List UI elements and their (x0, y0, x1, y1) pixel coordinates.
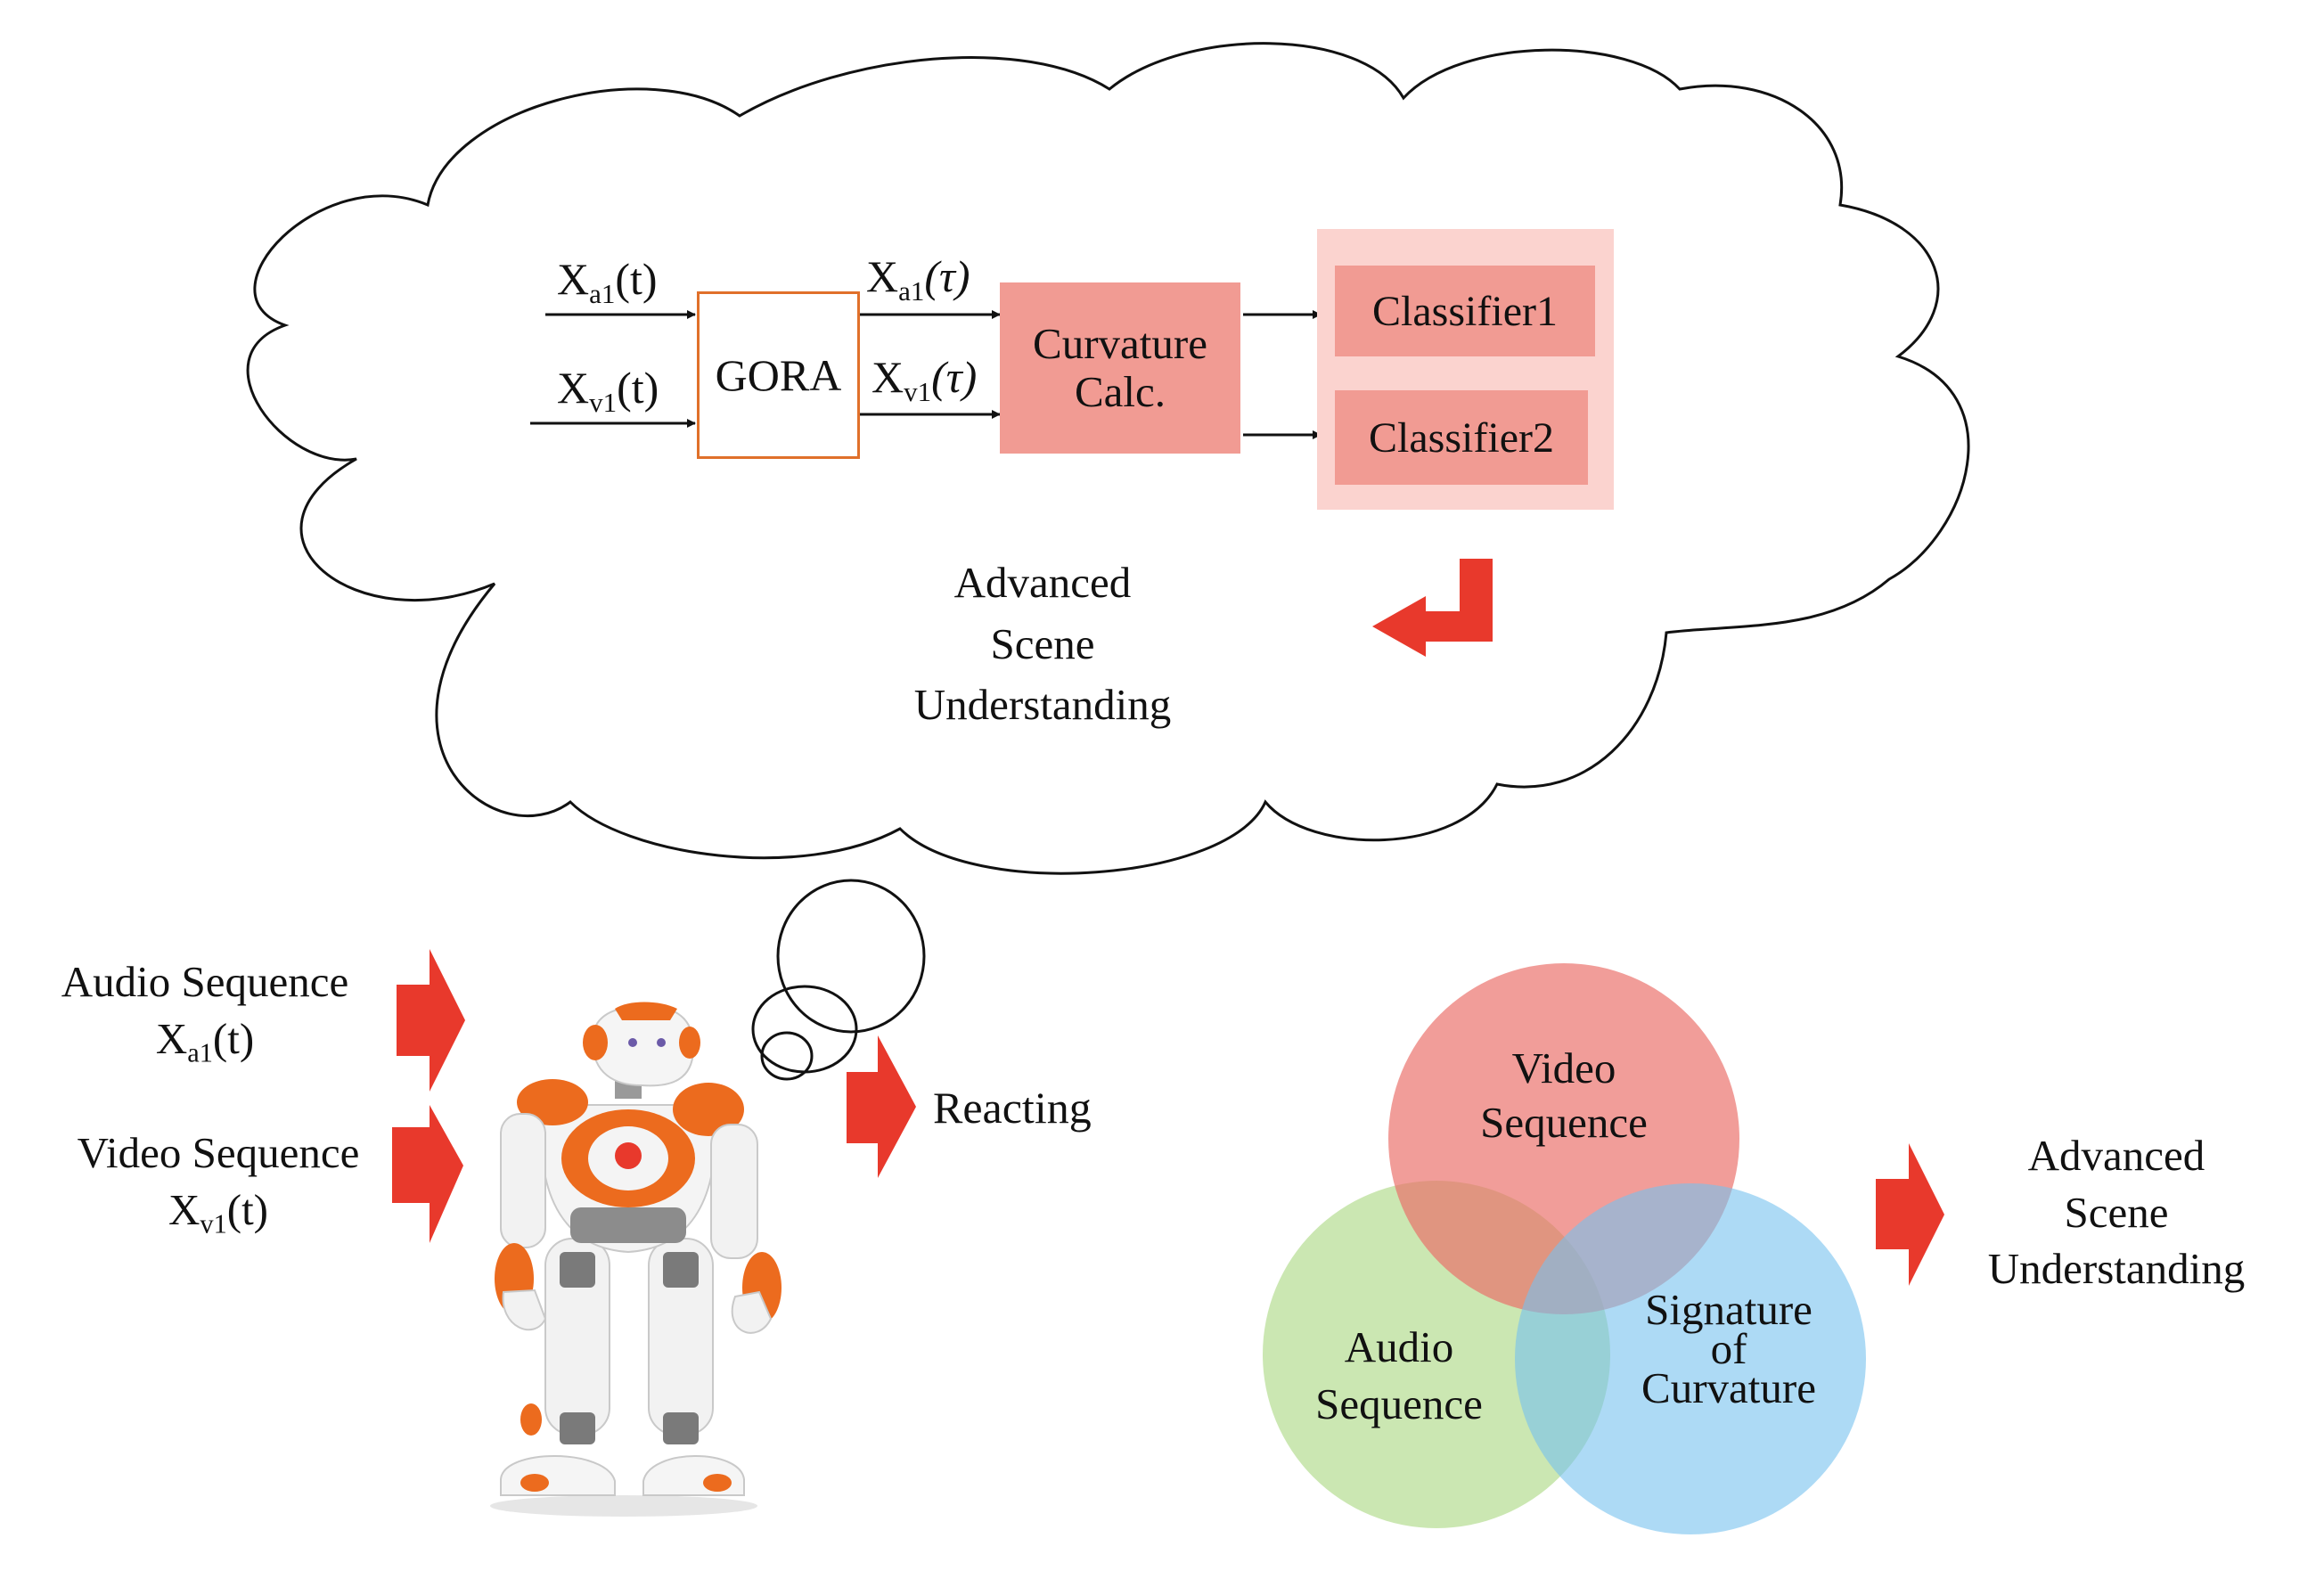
venn-audio-label: Audio Sequence (1315, 1322, 1483, 1428)
input-audio-label: Xa1(t) (557, 254, 658, 309)
thought-bubble-small (760, 1031, 814, 1081)
classifier2-block: Classifier2 (1335, 390, 1588, 485)
venn-signature-circle (1515, 1183, 1866, 1534)
thought-bubble-medium (751, 985, 858, 1074)
thought-bubble-large (776, 879, 926, 1034)
reacting-arrow (847, 1035, 916, 1178)
thought-result-label: Advanced Scene Understanding (913, 558, 1172, 730)
robot-illustration (490, 1002, 781, 1517)
return-arrow (1372, 559, 1493, 657)
video-input-arrow (392, 1105, 463, 1243)
mid-audio-label: Xa1(τ) (866, 251, 970, 307)
gora-block: GORA (697, 291, 860, 459)
venn-result-label: Advanced Scene Understanding (1987, 1131, 2246, 1294)
audio-input-arrow (397, 949, 465, 1092)
classifier1-block: Classifier1 (1335, 266, 1595, 356)
video-sequence-label: Video Sequence Xv1(t) (77, 1128, 360, 1239)
reacting-label: Reacting (933, 1083, 1092, 1133)
audio-sequence-label: Audio Sequence Xa1(t) (61, 957, 349, 1068)
venn-video-label: Video Sequence (1480, 1043, 1648, 1148)
venn-output-arrow (1876, 1143, 1944, 1286)
mid-video-label: Xv1(τ) (872, 352, 978, 407)
thought-cloud (246, 42, 1970, 875)
input-video-label: Xv1(t) (557, 363, 659, 418)
venn-signature-label: Signature of Curvature (1641, 1285, 1816, 1413)
curvature-calc-block: Curvature Calc. (1000, 282, 1240, 454)
